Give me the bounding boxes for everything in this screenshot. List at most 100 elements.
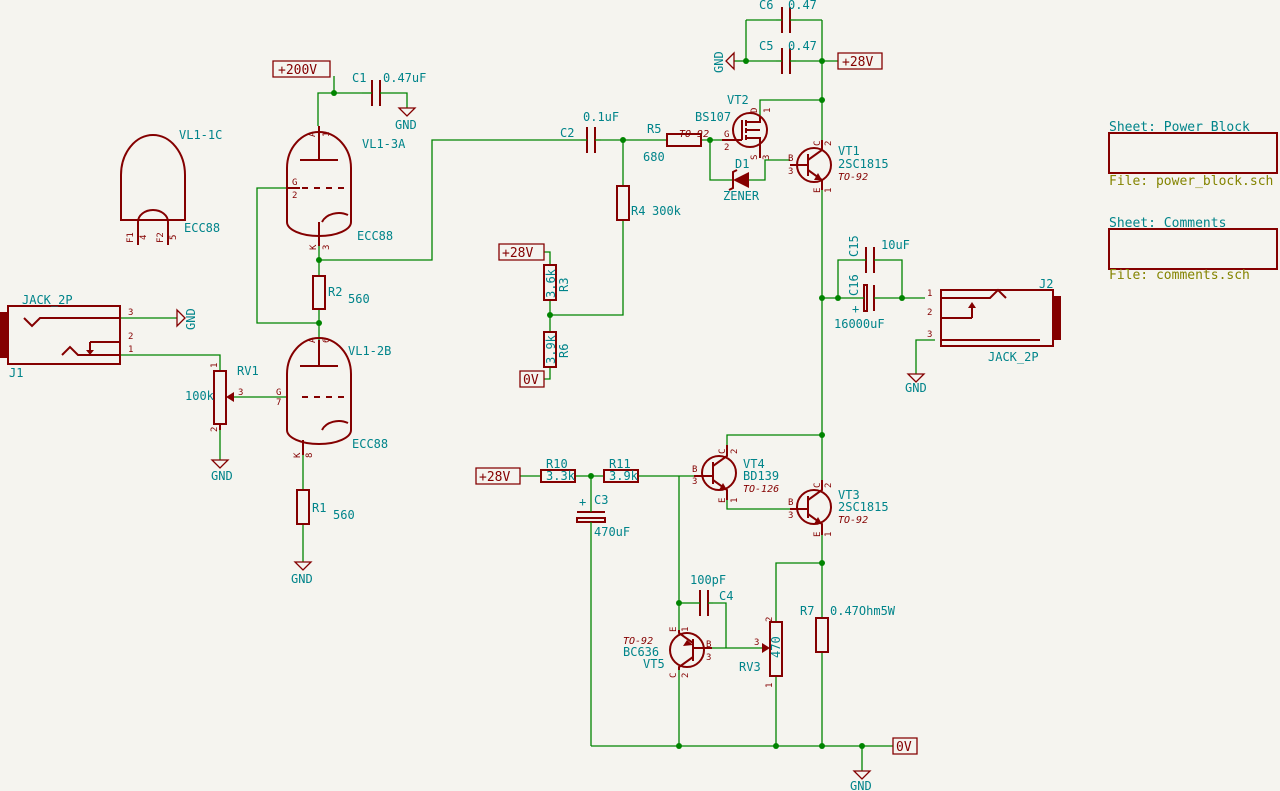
sheet-power-block[interactable]: Sheet: Power Block File: power_block.sch <box>1108 120 1278 189</box>
resistor-r6-value: 3.9k <box>544 334 558 364</box>
ground-symbol-j1: GND <box>176 308 198 330</box>
pot-rv3: RV3 470 1 2 3 <box>739 617 783 688</box>
resistor-r5-ref: R5 <box>647 122 661 136</box>
connector-j2-pin-2: 2 <box>927 308 932 318</box>
resistor-r1: R1 560 <box>296 489 355 525</box>
resistor-r6-ref: R6 <box>557 344 571 358</box>
transistor-vt4-value: BD139 <box>743 469 779 483</box>
resistor-r3-ref: R3 <box>557 278 571 292</box>
connector-j2-value: JACK_2P <box>988 350 1039 364</box>
resistor-r3: 3.6k R3 <box>543 264 571 301</box>
pot-rv1-value: 100k <box>185 389 215 403</box>
power-label-28v-top-text: +28V <box>842 55 873 70</box>
tube-vl1c-ref: VL1-1C <box>179 128 222 142</box>
resistor-r3-value: 3.6k <box>544 268 558 298</box>
resistor-r4-value: 300k <box>652 204 682 218</box>
transistor-vt1-pin-3: 3 <box>788 167 793 177</box>
resistor-r7-value: 0.47Ohm5W <box>830 604 896 618</box>
pot-rv3-ref: RV3 <box>739 660 761 674</box>
resistor-r10: R10 3.3k <box>540 457 576 483</box>
tube-vl1a-pin-1: 1 <box>322 132 332 137</box>
capacitor-c6: C6 0.47 <box>759 0 817 33</box>
transistor-vt3-pin-b: B <box>788 498 793 508</box>
connector-j2: J2 JACK_2P 1 2 3 <box>927 277 1061 364</box>
tube-vl1a: VL1-3A ECC88 A 1 G 2 K 3 <box>286 126 406 250</box>
ground-symbol-bottom: GND <box>850 770 872 791</box>
sheet-comments[interactable]: Sheet: Comments File: comments.sch <box>1108 216 1278 283</box>
capacitor-c5-ref: C5 <box>759 39 773 53</box>
ground-label: GND <box>395 118 417 132</box>
capacitor-c2-value: 0.1uF <box>583 110 619 124</box>
tube-vl1c: VL1-1C ECC88 F1 4 F2 5 <box>120 128 222 245</box>
ground-symbol-c5: GND <box>712 51 735 73</box>
power-label-28v-mid: +28V <box>498 243 545 261</box>
resistor-r2-ref: R2 <box>328 285 342 299</box>
capacitor-c15-ref: C15 <box>847 235 861 257</box>
tube-vl1a-pin-a: A <box>308 131 318 137</box>
transistor-vt1-value: 2SC1815 <box>838 157 889 171</box>
pot-rv3-value: 470 <box>769 636 783 658</box>
transistor-vt4-ref: VT4 <box>743 457 765 471</box>
capacitor-c5-value: 0.47 <box>788 39 817 53</box>
transistor-vt3-ref: VT3 <box>838 488 860 502</box>
pot-rv1-pin-1: 1 <box>210 363 220 368</box>
transistor-vt2-pin-3: 3 <box>762 155 772 160</box>
ground-label: GND <box>211 469 233 483</box>
capacitor-c15: C15 10uF <box>847 235 910 273</box>
capacitor-c3-plus: + <box>579 495 586 509</box>
tube-vl1b-pin-6: 6 <box>322 338 332 343</box>
transistor-vt1-ref: VT1 <box>838 144 860 158</box>
transistor-vt5-value: BC636 <box>623 645 659 659</box>
power-label-200v: +200V <box>272 60 331 78</box>
transistor-vt5-pin-2: 2 <box>681 673 691 678</box>
transistor-vt2-pin-d: D <box>750 108 760 113</box>
transistor-vt2-package: TO-92 <box>679 129 709 140</box>
power-label-0v-left-text: 0V <box>523 373 539 388</box>
tube-vl1c-pin-f1: F1 <box>126 232 136 243</box>
transistor-vt5-pin-1: 1 <box>681 627 691 632</box>
connector-j2-ref: J2 <box>1039 277 1053 291</box>
junctions <box>316 58 905 749</box>
tube-vl1c-pin-5: 5 <box>169 235 179 240</box>
transistor-vt3-value: 2SC1815 <box>838 500 889 514</box>
transistor-vt4-pin-3: 3 <box>692 477 697 487</box>
capacitor-c6-value: 0.47 <box>788 0 817 12</box>
connector-j1-ref: J1 <box>9 366 23 380</box>
connector-j2-pin-3: 3 <box>927 330 932 340</box>
capacitor-c1-ref: C1 <box>352 71 366 85</box>
capacitor-c15-value: 10uF <box>881 238 910 252</box>
tube-vl1a-pin-2: 2 <box>292 191 297 201</box>
transistor-vt5-package: TO-92 <box>623 636 653 647</box>
pot-rv1-pin-2: 2 <box>210 427 220 432</box>
transistor-vt4-pin-e: E <box>718 498 728 503</box>
capacitor-c16-ref: C16 <box>847 274 861 296</box>
tube-vl1a-pin-g: G <box>292 178 297 188</box>
transistor-vt5-ref: VT5 <box>643 657 665 671</box>
resistor-r11-value: 3.9k <box>609 469 639 483</box>
pot-rv1-ref: RV1 <box>237 364 259 378</box>
ground-symbol-r1: GND <box>291 561 313 586</box>
tube-vl1a-pin-k: K <box>309 244 319 250</box>
ground-symbol-j2: GND <box>905 373 927 395</box>
tube-vl1b: VL1-2B ECC88 A 6 G 7 K 8 <box>276 337 391 458</box>
transistor-vt4-pin-b: B <box>692 465 697 475</box>
resistor-r11: R11 3.9k <box>603 457 639 483</box>
tube-vl1c-pin-f2: F2 <box>156 232 166 243</box>
transistor-vt1-pin-c: C <box>813 141 823 146</box>
transistor-vt5-pin-b: B <box>706 640 711 650</box>
connector-j1-value: JACK_2P <box>22 293 73 307</box>
tube-vl1c-pin-4: 4 <box>139 235 149 240</box>
connector-j1-pin-2: 2 <box>128 332 133 342</box>
power-label-28v-top: +28V <box>837 52 883 70</box>
connector-j1: JACK_2P J1 3 2 1 <box>0 293 133 380</box>
ground-label: GND <box>712 51 726 73</box>
capacitor-c6-ref: C6 <box>759 0 773 12</box>
ground-label: GND <box>291 572 313 586</box>
transistor-vt1: VT1 2SC1815 TO-92 B 3 C 2 E 1 <box>788 140 889 193</box>
transistor-vt2-pin-s: S <box>750 155 760 160</box>
resistor-r6: 3.9k R6 <box>543 331 571 368</box>
transistor-vt3-pin-1: 1 <box>824 532 834 537</box>
capacitor-c16: + C16 16000uF <box>834 274 885 331</box>
capacitor-c16-value: 16000uF <box>834 317 885 331</box>
transistor-vt1-pin-e: E <box>813 188 823 193</box>
